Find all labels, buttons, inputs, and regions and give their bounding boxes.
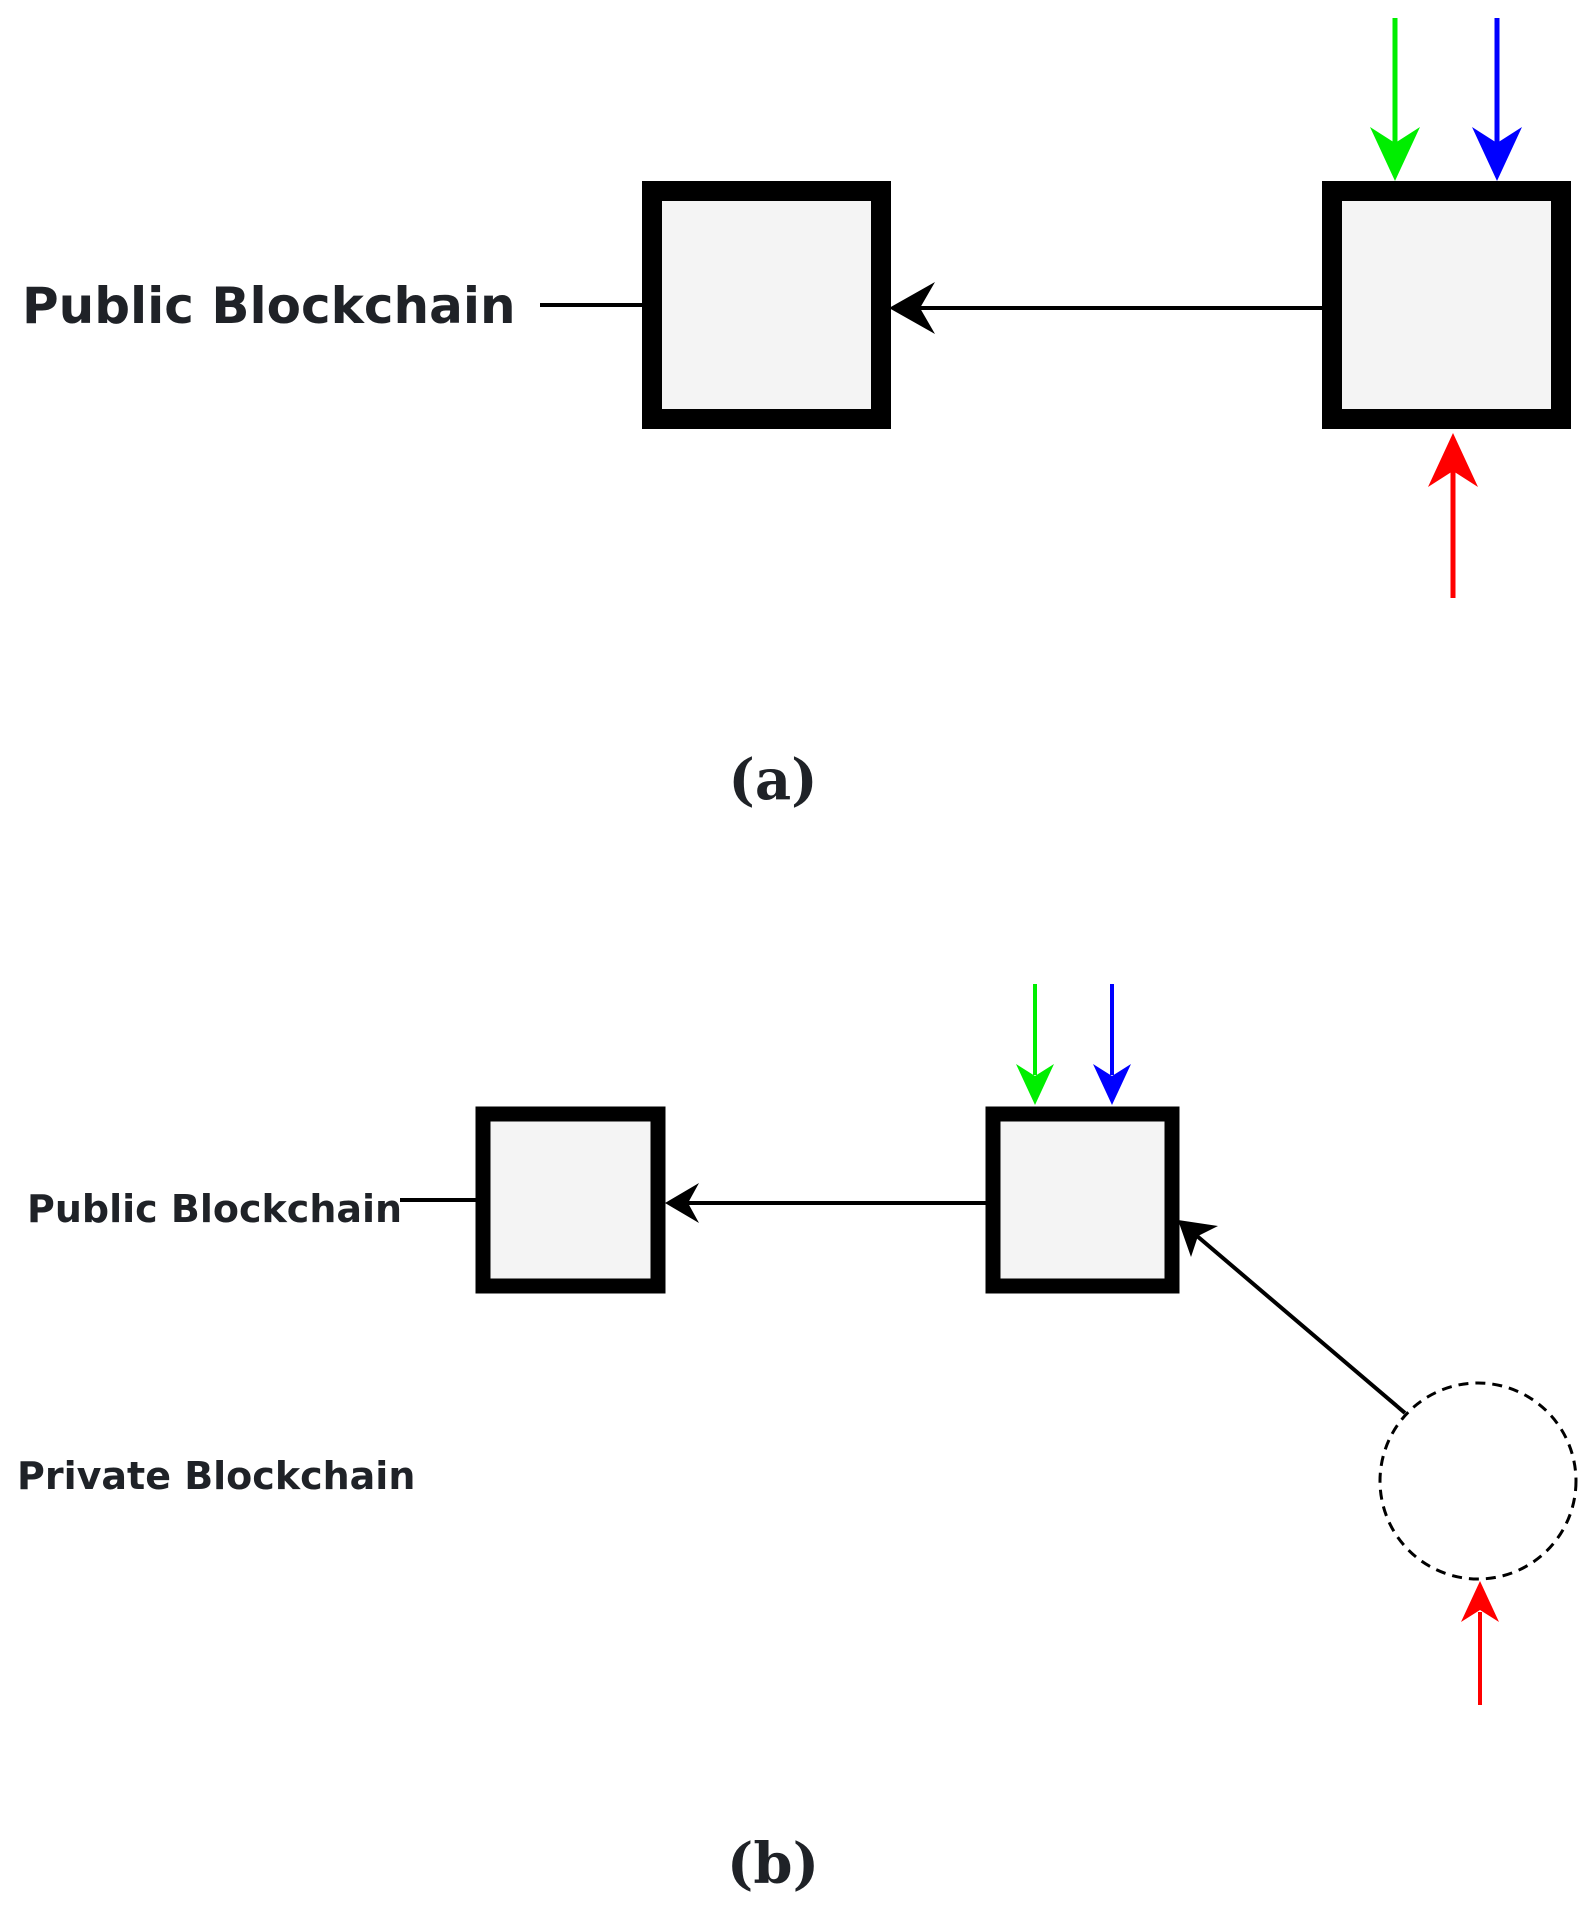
block-left-a (642, 181, 891, 429)
public-blockchain-label-b: Public Blockchain (27, 1187, 402, 1231)
block-right-a (1322, 181, 1571, 429)
private-block-circle-b (1378, 1381, 1578, 1581)
link-arrowhead-b (665, 1183, 699, 1223)
blue-arrowhead-b (1093, 1064, 1131, 1105)
caption-a: (a) (728, 747, 817, 813)
caption-b: (b) (727, 1831, 819, 1897)
link-arrowhead-a (889, 282, 935, 334)
green-arrowhead-a (1370, 127, 1420, 181)
block-right-b (985, 1106, 1180, 1294)
public-blockchain-label-a: Public Blockchain (22, 277, 516, 335)
private-blockchain-label-b: Private Blockchain (17, 1454, 415, 1498)
red-arrowhead-a (1428, 433, 1478, 487)
block-left-b (475, 1106, 666, 1294)
panel-a: Public Blockchain (a) (22, 18, 1571, 813)
blue-arrowhead-a (1472, 127, 1522, 181)
private-link-arrowhead-b (1178, 1220, 1218, 1257)
private-link-arrow-b (1188, 1228, 1407, 1415)
panel-b: Public Blockchain Private Blockchain (b) (17, 984, 1578, 1897)
red-arrowhead-b (1461, 1581, 1499, 1622)
green-arrowhead-b (1016, 1064, 1054, 1105)
